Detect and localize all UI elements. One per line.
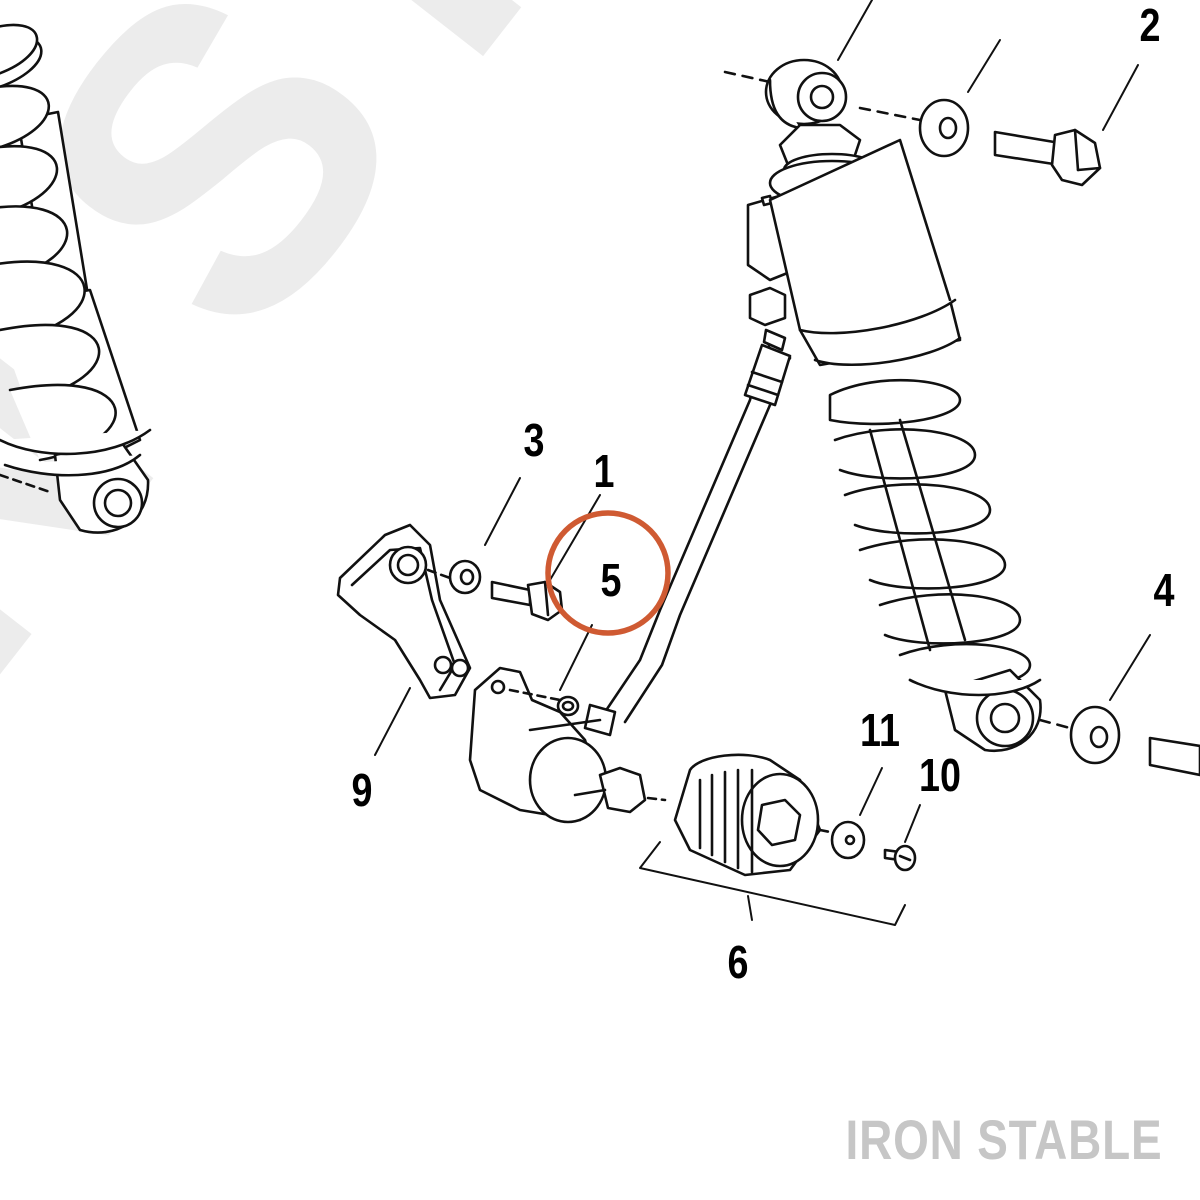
callout-leader-lines [374,0,1151,926]
callout-10: 10 [919,749,961,801]
reservoir-hose [583,328,792,737]
left-shock-absorber [0,23,152,534]
bracket-bolt [448,559,564,622]
callout-5: 5 [600,554,622,606]
mounting-bracket [336,523,472,700]
adjuster-knob [673,753,917,877]
callout-1: 1 [593,445,615,497]
callout-6: 6 [727,936,749,988]
brand-watermark: IRON STABLE [845,1108,1162,1171]
highlight-ring [545,510,671,636]
right-shock-absorber [746,58,1042,753]
callout-4: 4 [1153,564,1175,616]
callout-11: 11 [860,704,900,756]
adjuster-housing [468,666,667,824]
lower-mounting-bolt [1038,705,1200,777]
top-mounting-bolt [723,70,1102,187]
callout-2: 2 [1139,0,1161,51]
callout-9: 9 [351,764,373,816]
callout-3: 3 [523,414,545,466]
